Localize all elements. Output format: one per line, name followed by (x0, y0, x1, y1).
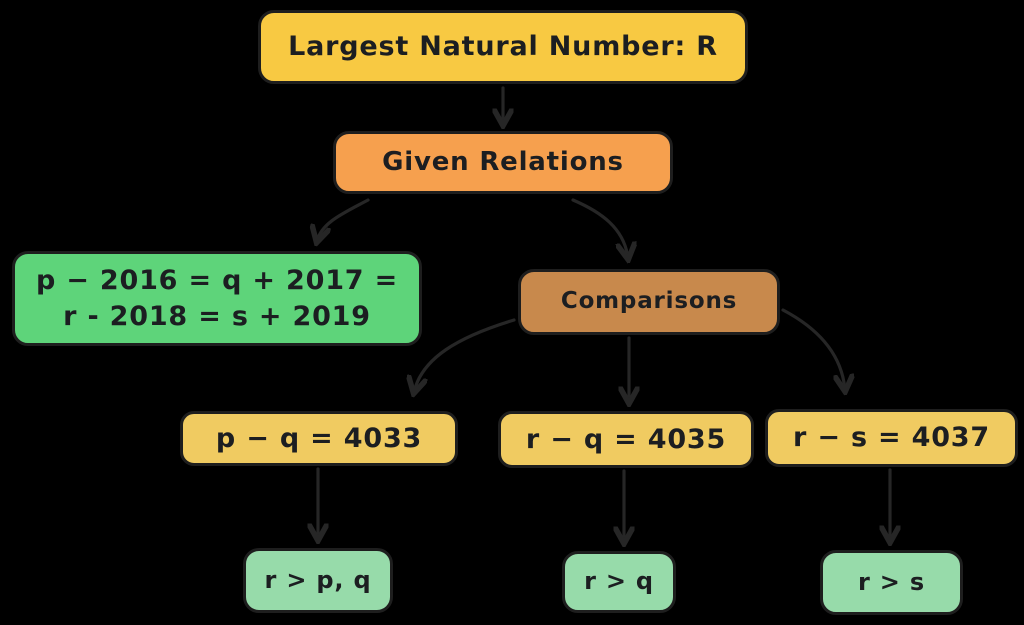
arrow-comparisons-to-eq1 (414, 318, 516, 392)
node-equation-r-q: r − q = 4035 (498, 411, 754, 468)
node-equation-r-s-label: r − s = 4037 (793, 422, 990, 454)
node-result-r-gt-q: r > q (562, 551, 676, 613)
node-result-r-gt-s: r > s (820, 550, 963, 615)
node-equation-r-q-label: r − q = 4035 (525, 423, 727, 455)
arrow-given-to-relations (317, 198, 370, 241)
node-equation-p-q-label: p − q = 4033 (215, 422, 423, 454)
node-given-relations-label: Given Relations (382, 146, 624, 177)
node-result-r-gt-q-label: r > q (584, 567, 654, 596)
node-result-r-gt-s-label: r > s (858, 567, 925, 596)
arrow-comparisons-to-eq3 (781, 308, 845, 390)
relations-equation-line2: r - 2018 = s + 2019 (63, 300, 371, 332)
node-given-relations: Given Relations (333, 131, 673, 194)
relations-equation-line1: p − 2016 = q + 2017 = (35, 265, 399, 297)
node-relations-equation: p − 2016 = q + 2017 = r - 2018 = s + 201… (12, 251, 422, 346)
node-equation-r-s: r − s = 4037 (765, 409, 1018, 467)
arrow-given-to-comparisons (571, 198, 628, 258)
node-comparisons: Comparisons (518, 269, 780, 335)
node-comparisons-label: Comparisons (560, 288, 738, 315)
node-equation-p-q: p − q = 4033 (180, 411, 458, 466)
node-largest-natural-number-label: Largest Natural Number: R (288, 31, 718, 63)
node-largest-natural-number: Largest Natural Number: R (258, 10, 748, 84)
node-result-r-gt-pq: r > p, q (243, 548, 393, 613)
node-result-r-gt-pq-label: r > p, q (264, 565, 372, 594)
